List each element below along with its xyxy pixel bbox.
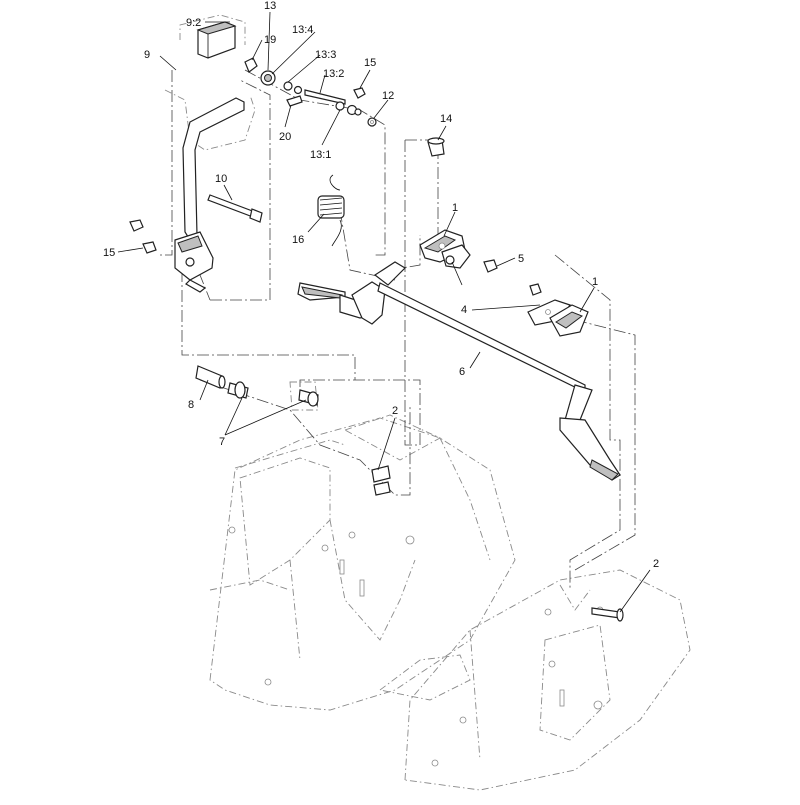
callout-label: 13 (264, 0, 276, 12)
part-hardware-group (244, 57, 377, 127)
callout-label: 16 (292, 234, 304, 246)
part-spring-16 (317, 174, 345, 247)
part-shaft-6 (297, 261, 621, 481)
callout-label: 4 (461, 304, 467, 316)
part-pedal-pad (179, 14, 246, 59)
callout-label: 13:2 (323, 68, 344, 80)
callout-label: 19 (264, 34, 276, 46)
callout-label: 2 (392, 405, 398, 417)
part-bushings-7-8 (195, 365, 319, 411)
callout-labels: 9:2 13 19 13:4 13:3 15 13:2 12 9 20 13:1… (103, 0, 659, 570)
callout-label: 1 (592, 276, 598, 288)
callout-label: 13:4 (292, 24, 313, 36)
callout-label: 20 (279, 131, 291, 143)
part-pedal-arm (164, 89, 256, 293)
callout-label: 5 (518, 253, 524, 265)
part-clevis-pin (427, 137, 445, 157)
part-bolt-10 (207, 194, 263, 223)
part-brackets-1-4-5 (419, 229, 589, 337)
callout-label: 13:3 (315, 49, 336, 61)
callout-label: 2 (653, 558, 659, 570)
frame-plate-left (209, 414, 516, 711)
callout-label: 15 (103, 247, 115, 259)
callout-label: 1 (452, 202, 458, 214)
alignment-lines (160, 69, 636, 590)
callout-label: 10 (215, 173, 227, 185)
callout-label: 14 (440, 113, 452, 125)
callout-label: 9 (144, 49, 150, 61)
leader-lines (117, 11, 651, 613)
callout-label: 12 (382, 90, 394, 102)
frame-plate-right (378, 569, 691, 791)
part-nuts-15 (129, 219, 157, 254)
callout-label: 6 (459, 366, 465, 378)
callout-label: 8 (188, 399, 194, 411)
callout-label: 15 (364, 57, 376, 69)
callout-label: 9:2 (186, 17, 201, 29)
callout-label: 7 (219, 436, 225, 448)
callout-label: 13:1 (310, 149, 331, 161)
part-stud-2 (371, 465, 624, 622)
